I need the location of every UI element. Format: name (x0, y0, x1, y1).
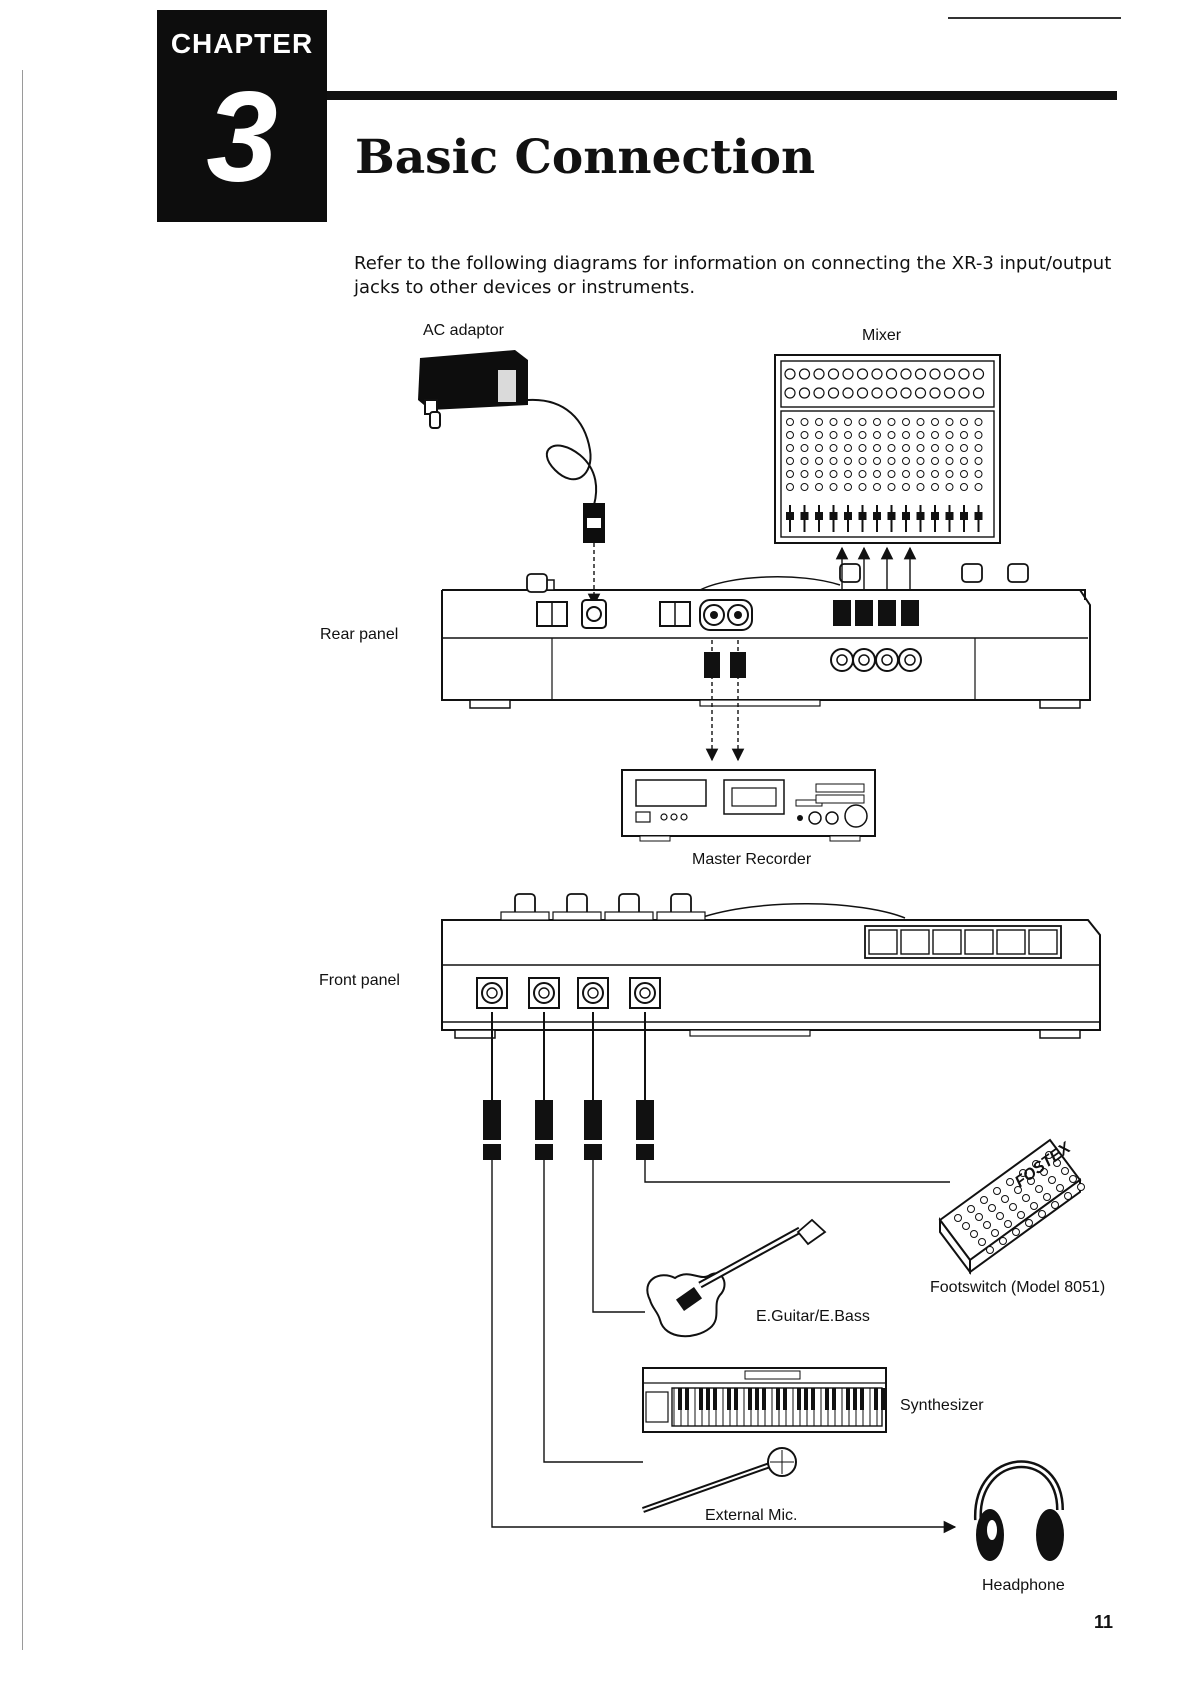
master-recorder (622, 770, 875, 841)
cable-plugs (483, 600, 919, 1160)
ac-adaptor (418, 350, 605, 543)
label-rear-panel: Rear panel (320, 626, 398, 643)
label-headphone: Headphone (982, 1577, 1065, 1594)
label-guitar: E.Guitar/E.Bass (756, 1308, 870, 1325)
label-mic: External Mic. (705, 1507, 797, 1524)
front-panel-unit (442, 894, 1100, 1038)
synthesizer-device (643, 1368, 886, 1432)
label-ac-adaptor: AC adaptor (423, 322, 505, 339)
microphone-device (643, 1448, 796, 1510)
label-mixer: Mixer (862, 327, 902, 344)
footswitch-device: FOSTEX (940, 1139, 1085, 1272)
page-number: 11 (1094, 1612, 1113, 1633)
label-footswitch: Footswitch (Model 8051) (930, 1279, 1105, 1296)
rear-panel-unit (442, 564, 1090, 708)
mixer-device (775, 355, 1000, 543)
label-synthesizer: Synthesizer (900, 1397, 984, 1414)
headphone-device (976, 1464, 1064, 1561)
label-master-recorder: Master Recorder (692, 851, 812, 868)
label-front-panel: Front panel (319, 972, 400, 989)
